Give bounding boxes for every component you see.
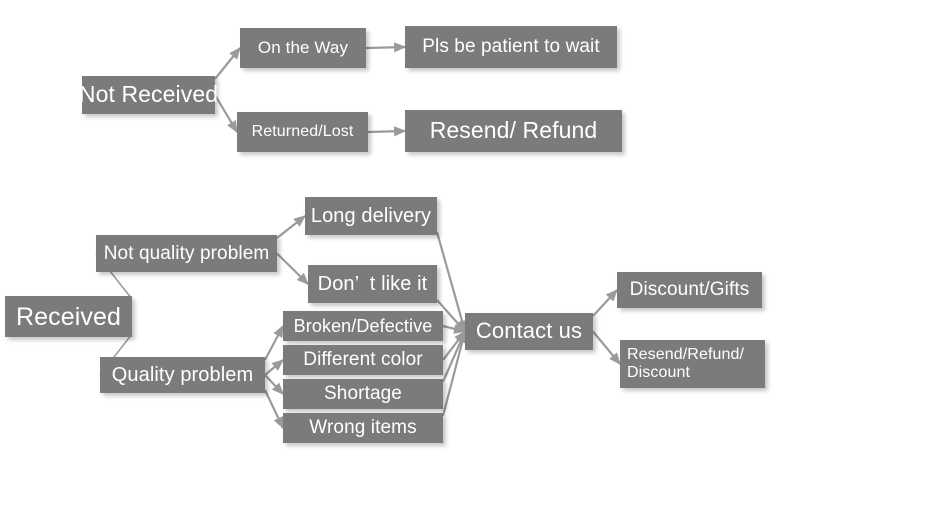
edge-on-the-way-to-pls-be-patient <box>365 42 407 53</box>
edge-quality-problem-to-shortage <box>264 374 284 395</box>
node-received[interactable]: Received <box>5 296 132 337</box>
edge-shortage-to-contact-us <box>441 330 467 383</box>
edge-returned-lost-to-resend-refund <box>367 126 407 137</box>
edge-contact-us-to-resend-refund-discount <box>592 330 621 365</box>
edge-broken-defective-to-contact-us <box>442 323 467 334</box>
edge-contact-us-to-discount-gifts <box>592 289 618 317</box>
node-not-received[interactable]: Not Received <box>79 76 218 114</box>
node-returned-lost[interactable]: Returned/Lost <box>237 112 368 152</box>
node-contact-us[interactable]: Contact us <box>465 313 593 350</box>
node-long-delivery[interactable]: Long delivery <box>305 197 437 235</box>
node-different-color[interactable]: Different color <box>283 345 443 375</box>
node-pls-be-patient[interactable]: Pls be patient to wait <box>405 26 617 68</box>
edge-not-quality-problem-to-dont-like-it <box>276 252 309 285</box>
edge-quality-problem-to-wrong-items <box>264 389 284 430</box>
node-resend-refund-discount[interactable]: Resend/Refund/ Discount <box>620 340 765 388</box>
edge-not-received-to-returned-lost <box>214 94 238 134</box>
node-shortage[interactable]: Shortage <box>283 379 443 409</box>
node-broken-defective[interactable]: Broken/Defective <box>283 311 443 341</box>
edge-not-quality-problem-to-long-delivery <box>276 215 306 239</box>
node-wrong-items[interactable]: Wrong items <box>283 413 443 443</box>
node-on-the-way[interactable]: On the Way <box>240 28 366 68</box>
edge-quality-problem-to-different-color <box>264 359 284 376</box>
edge-different-color-to-contact-us <box>442 330 466 361</box>
node-discount-gifts[interactable]: Discount/Gifts <box>617 272 762 308</box>
node-resend-refund[interactable]: Resend/ Refund <box>405 110 622 152</box>
edge-wrong-items-to-contact-us <box>441 330 468 417</box>
edge-not-received-to-on-the-way <box>214 47 241 80</box>
node-dont-like-it[interactable]: Don’ t like it <box>308 265 437 303</box>
node-not-quality-problem[interactable]: Not quality problem <box>96 235 277 272</box>
node-quality-problem[interactable]: Quality problem <box>100 357 265 393</box>
edge-quality-problem-to-broken-defective <box>264 324 284 361</box>
